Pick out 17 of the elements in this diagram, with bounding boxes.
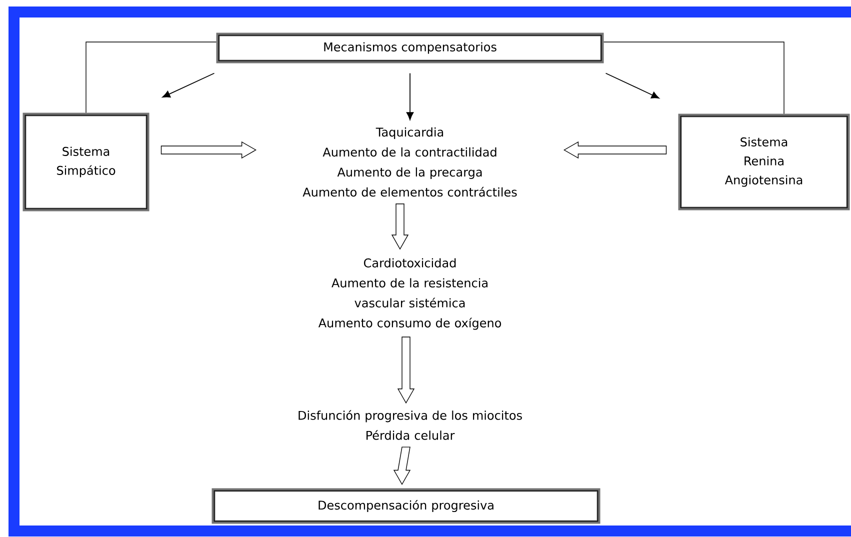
effect-text: Taquicardia Aumento de la contractilidad Aumento de la precarga Aumento de elementos contráctiles [302,127,517,197]
arrow [605,72,660,99]
block-arrow [397,336,415,404]
block-arrow [160,141,257,159]
arrow [406,72,414,120]
result-box: Descompensación progresiva [212,488,600,524]
process-box: Sistema Renina Angiotensina [678,114,850,210]
block-arrow [391,204,409,250]
effect-text: Cardiotoxicidad Aumento de la resistencia vascular sistémica Aumento consumo de oxígeno [318,258,502,330]
arrow [162,72,215,98]
effect-text: Disfunción progresiva de los miocitos Pérdida celular [298,410,522,440]
process-box: Sistema Simpático [22,112,150,212]
title-box: Mecanismos compensatorios [216,32,604,64]
connector-line [603,42,784,114]
block-arrow [393,446,411,485]
block-arrow [564,141,667,159]
connector-line [86,42,217,114]
